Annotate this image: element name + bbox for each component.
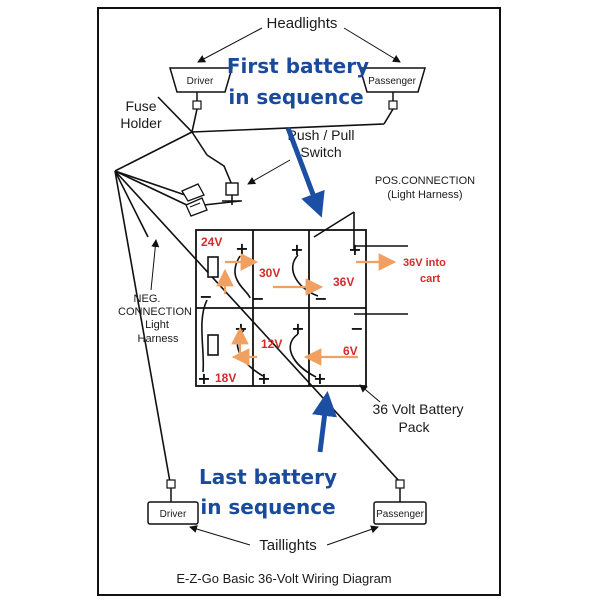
voltage-out-line2: cart: [420, 273, 441, 285]
battery-pack-label-line1: 36 Volt Battery: [372, 401, 463, 417]
rear-driver-lamp: Driver: [147, 479, 199, 525]
svg-text:−: −: [350, 319, 363, 338]
front-passenger-label: Passenger: [368, 76, 416, 87]
voltage-6v: 6V: [343, 344, 358, 358]
taillights-arrow-passenger: [326, 525, 379, 546]
neg-connection-pointer: [150, 239, 160, 291]
switch-label-line1: Push / Pull: [288, 127, 355, 143]
rear-passenger-label: Passenger: [376, 509, 424, 520]
first-battery-line2: in sequence: [228, 85, 363, 109]
fuse-holder: [181, 183, 208, 217]
last-battery-line2: in sequence: [200, 495, 335, 519]
rear-driver-label: Driver: [160, 509, 187, 520]
svg-text:−: −: [199, 287, 212, 306]
pos-connection-line1: POS.CONNECTION: [375, 175, 475, 187]
first-battery-arrow: [285, 127, 325, 218]
battery-pack-label-line2: Pack: [398, 419, 430, 435]
switch-pointer: [247, 159, 291, 185]
voltage-24v: 24V: [201, 235, 222, 249]
light-harness-wires: [114, 96, 408, 483]
battery-pack-pointer: [359, 384, 381, 403]
pos-connection-line2: (Light Harness): [387, 189, 462, 201]
battery-cell-icon: [207, 334, 219, 356]
svg-text:+: +: [291, 319, 304, 338]
front-driver-label: Driver: [187, 76, 214, 87]
svg-text:+: +: [257, 369, 270, 388]
fuse-label-line1: Fuse: [125, 98, 156, 114]
battery-cell-icon: [207, 256, 219, 278]
neg-connection-line2: CONNECTION: [118, 306, 192, 318]
svg-text:+: +: [235, 239, 248, 258]
neg-connection-line1: NEG.: [134, 293, 161, 305]
svg-text:−: −: [314, 289, 327, 308]
headlights-arrow-passenger: [343, 27, 401, 63]
voltage-out-line1: 36V into: [403, 257, 446, 269]
last-battery-line1: Last battery: [199, 465, 337, 489]
rear-passenger-lamp: Passenger: [373, 479, 427, 525]
voltage-18v: 18V: [215, 371, 236, 385]
svg-text:−: −: [251, 289, 264, 308]
last-battery-arrow: [312, 391, 337, 453]
terminal-markers: + + + − − − + + − + + +: [197, 239, 363, 388]
voltage-36v: 36V: [333, 275, 354, 289]
battery-pack-grid: [195, 229, 367, 387]
svg-text:+: +: [313, 369, 326, 388]
diagram-caption: E-Z-Go Basic 36-Volt Wiring Diagram: [176, 571, 391, 586]
headlights-arrow-driver: [197, 27, 263, 63]
current-flow-arrows: [216, 253, 397, 366]
taillights-label: Taillights: [259, 537, 317, 554]
push-pull-switch: [222, 182, 242, 202]
svg-text:+: +: [197, 369, 210, 388]
neg-connection-line3: Light: [145, 319, 169, 331]
diagram-frame: [97, 7, 501, 596]
voltage-30v: 30V: [259, 266, 280, 280]
headlights-label: Headlights: [267, 15, 338, 32]
fuse-label-line2: Holder: [120, 115, 162, 131]
front-passenger-lamp: Passenger: [359, 67, 426, 110]
neg-connection-line4: Harness: [138, 333, 179, 345]
voltage-12v: 12V: [261, 337, 282, 351]
svg-text:+: +: [348, 240, 361, 259]
front-driver-lamp: Driver: [169, 67, 233, 110]
svg-text:+: +: [290, 240, 303, 259]
first-battery-line1: First battery: [227, 54, 369, 78]
switch-label-line2: Switch: [300, 144, 341, 160]
taillights-arrow-driver: [189, 525, 251, 546]
